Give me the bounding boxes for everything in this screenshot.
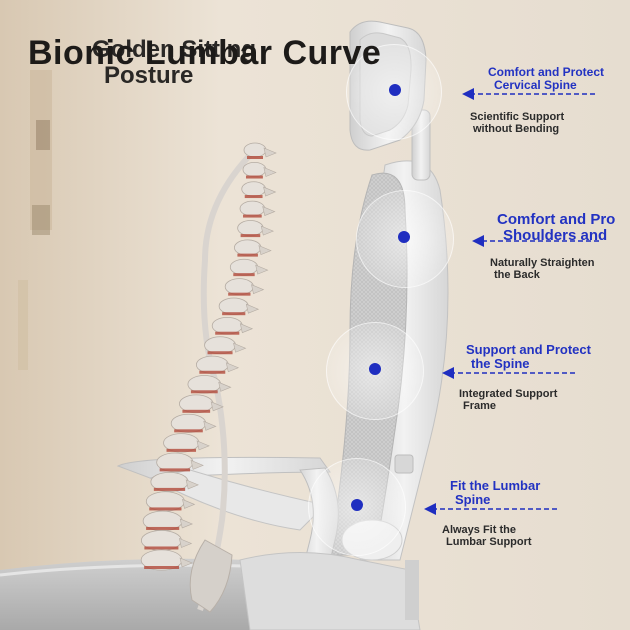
callout-3-note-line-1: Integrated Support [459,388,558,400]
callout-4-heading-line-1: Fit the Lumbar [450,478,541,493]
callout-3-note-line-2: Frame [463,399,497,412]
callout-3-heading-line-2: the Spine [471,355,530,371]
callout-2-note: Naturally Straighten the Back [490,257,595,281]
callout-4-note-line-1: Always Fit the [442,524,516,536]
callout-3-heading-line-1: Support and Protect [466,342,591,357]
subtitle-line-1: Golden Sitting [92,36,256,63]
callout-2-heading-line-2: Shoulders and [503,226,608,244]
callout-2-heading: Comfort and Pro Shoulders and [497,212,615,244]
callout-1-heading-line-2: Cervical Spine [494,77,577,92]
marker-dot-shoulders [398,231,410,243]
marker-dot-neck [389,84,401,96]
callout-2-note-line-1: Naturally Straighten [490,257,595,269]
callout-4-note-line-2: Lumbar Support [446,535,532,548]
callout-3-note: Integrated Support Frame [459,388,558,412]
marker-dot-lumbar [351,499,363,511]
callout-4-heading-line-2: Spine [455,491,491,507]
callout-4-note: Always Fit the Lumbar Support [442,524,532,548]
callout-2-note-line-2: the Back [494,268,540,281]
callout-4-heading: Fit the Lumbar Spine [450,479,540,506]
main-title: Bionic Lumbar Curve [28,34,382,72]
callout-1-note-line-2: without Bending [473,122,560,135]
callout-3-heading: Support and Protect the Spine [466,343,591,370]
callout-1-heading: Comfort and Protect Cervical Spine [488,66,604,91]
callout-1-note: Scientific Support without Bending [470,111,565,135]
callout-2-heading-line-1: Comfort and Pro [497,211,616,228]
marker-dot-spine [369,363,381,375]
subtitle-line-2: Posture [104,62,194,89]
callout-1-heading-line-1: Comfort and Protect [488,65,605,79]
callout-1-note-line-1: Scientific Support [470,111,565,123]
